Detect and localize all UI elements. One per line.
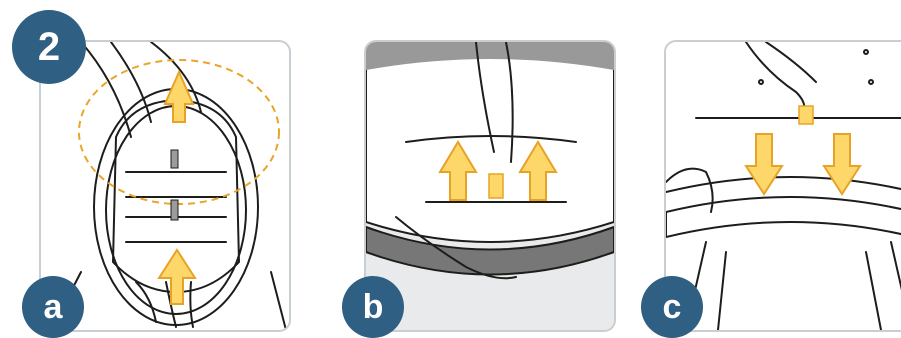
seat-rim — [666, 197, 901, 237]
lower-hand — [136, 282, 193, 327]
substep-badge-b: b — [342, 276, 404, 338]
illustration-b — [366, 42, 614, 330]
step-panel-c — [664, 40, 901, 332]
illustration-c — [666, 42, 901, 330]
left-arm-outline — [111, 42, 151, 122]
step-number-badge: 2 — [12, 10, 86, 84]
down-arrow-icon — [746, 134, 782, 194]
illustration-a — [41, 42, 289, 330]
step-panel-b — [364, 40, 616, 332]
upper-hand — [746, 42, 804, 110]
substep-badge-c: c — [641, 276, 703, 338]
substep-badge-a: a — [22, 276, 84, 338]
down-arrow-icon — [824, 134, 860, 194]
up-arrow-icon — [165, 72, 193, 122]
